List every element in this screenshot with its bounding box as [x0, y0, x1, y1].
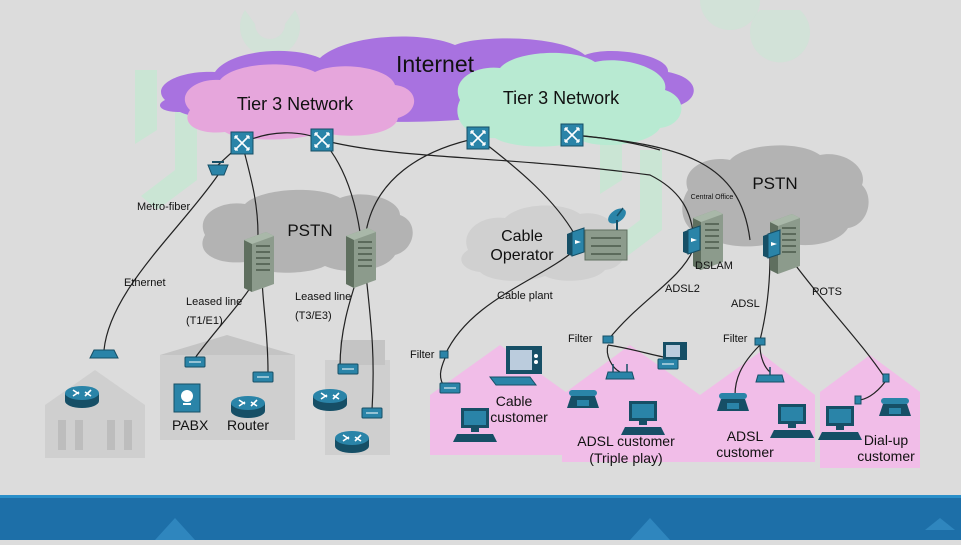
central-office-label: Central Office: [691, 194, 734, 201]
cable-operator-label-1: Cable: [501, 228, 543, 245]
filter-icon: [754, 337, 766, 346]
footer-bar: [0, 495, 961, 540]
router-icon: [64, 385, 100, 409]
building-icon: [345, 227, 377, 289]
adsl2-label: ADSL2: [665, 283, 700, 295]
adsl-customer-label-2: customer: [716, 444, 774, 460]
building-middle: [160, 335, 295, 440]
filter-adsl2-label: Filter: [568, 333, 593, 345]
adsl-label: ADSL: [731, 298, 760, 310]
dialup-customer-label-1: Dial-up: [864, 432, 909, 448]
cable-operator-label-2: Operator: [490, 247, 554, 264]
dslam-label: DSLAM: [695, 260, 733, 272]
modem-icon: [337, 363, 359, 375]
router-icon: [312, 388, 348, 412]
router-icon: [334, 430, 370, 454]
tv-icon: [506, 346, 542, 374]
pabx-icon: [173, 383, 201, 413]
pstn-right-cloud: [682, 145, 869, 247]
modem-icon: [252, 371, 274, 383]
cable-customer-label-2: customer: [490, 409, 548, 425]
cable-customer-label-1: Cable: [496, 393, 533, 409]
router-label: Router: [227, 417, 269, 433]
filter-icon: [439, 350, 449, 359]
tier3-left-label: Tier 3 Network: [237, 94, 354, 114]
switch-icon: [230, 131, 254, 155]
internet-label: Internet: [396, 51, 475, 77]
tv-icon: [663, 342, 687, 360]
watermark: [135, 0, 810, 260]
leased-line-2-sub-label: (T3/E3): [295, 310, 332, 322]
pstn-left-label: PSTN: [287, 221, 332, 240]
switch-icon: [310, 128, 334, 152]
switch-icon: [466, 126, 490, 150]
cable-plant-label: Cable plant: [497, 290, 553, 302]
phone-icon: [717, 393, 749, 411]
switch-icon: [560, 123, 584, 147]
pstn-right-label: PSTN: [752, 174, 797, 193]
tier3-right-label: Tier 3 Network: [503, 88, 620, 108]
filter-cable-label: Filter: [410, 349, 435, 361]
filter-adsl-label: Filter: [723, 333, 748, 345]
pabx-label: PABX: [172, 417, 209, 433]
phone-icon: [879, 398, 911, 416]
modem-icon: [184, 356, 206, 368]
wifi-router-icon: [755, 367, 785, 383]
filter-icon: [854, 395, 862, 405]
metro-fiber-device-icon: [207, 161, 229, 176]
modem-icon: [439, 382, 461, 394]
phone-icon: [567, 390, 599, 408]
wifi-router-icon: [605, 364, 635, 380]
leased-line-1-label: Leased line: [186, 296, 242, 308]
ethernet-label: Ethernet: [124, 277, 166, 289]
metro-fiber-label: Metro-fiber: [137, 201, 191, 213]
filter-icon: [602, 335, 614, 344]
satellite-dish-icon: [608, 207, 626, 230]
switch-icon: [89, 349, 119, 359]
building-icon: [243, 231, 275, 293]
adsl-triple-label-2: (Triple play): [589, 450, 662, 466]
adsl-customer-label-1: ADSL: [727, 428, 764, 444]
modem-icon: [657, 358, 679, 370]
leased-line-1-sub-label: (T1/E1): [186, 315, 223, 327]
modem-icon: [361, 407, 383, 419]
leased-line-2-label: Leased line: [295, 291, 351, 303]
settop-box-icon: [489, 376, 537, 386]
cable-headend-icon: [584, 229, 628, 261]
tier3-left-cloud: [184, 64, 415, 140]
pots-label: POTS: [812, 286, 842, 298]
cable-operator-cloud: [461, 205, 625, 281]
router-icon: [230, 395, 266, 419]
dialup-customer-label-2: customer: [857, 448, 915, 464]
filter-icon: [882, 373, 890, 383]
adsl-triple-label-1: ADSL customer: [577, 433, 675, 449]
tier3-right-cloud: [457, 52, 682, 147]
